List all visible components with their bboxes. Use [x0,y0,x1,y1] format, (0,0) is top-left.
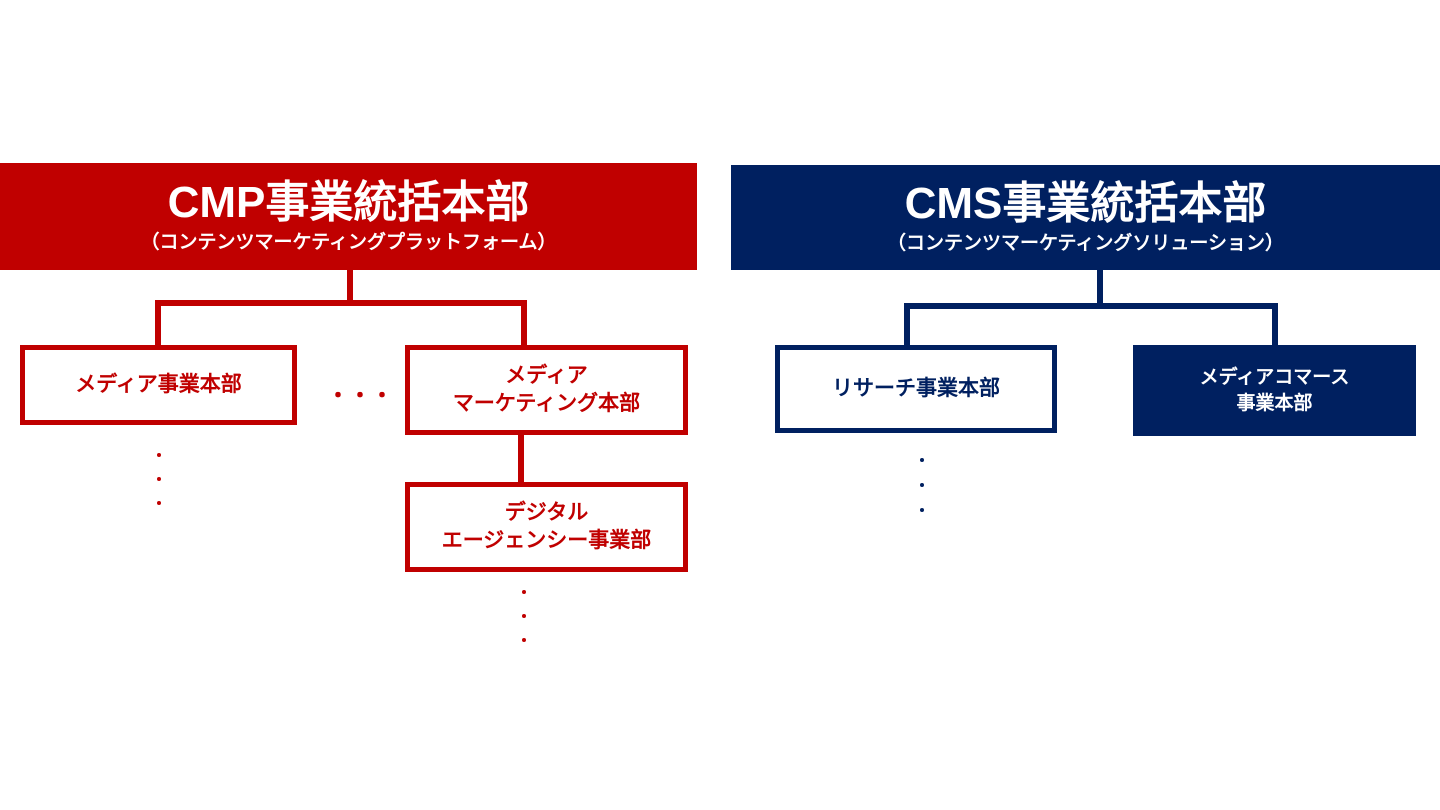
cmp-title: CMP事業統括本部 [167,177,530,227]
org-box-media-marketing: メディア マーケティング本部 [405,345,688,435]
org-box-label: リサーチ事業本部 [832,377,1000,400]
org-box-label: 事業本部 [1236,392,1313,414]
org-box-label: マーケティング本部 [452,392,641,415]
connector-line [155,300,161,346]
connector-line [347,270,353,303]
connector-line [1097,270,1103,308]
connector-line [155,300,527,306]
ellipsis-vertical [919,458,925,512]
org-box-label: エージェンシー事業部 [441,529,652,552]
connector-line [521,300,527,346]
cmp-subtitle: （コンテンツマーケティングプラットフォーム） [140,231,557,253]
ellipsis-horizontal: ・・・ [327,383,394,408]
org-box-digital-agency: デジタル エージェンシー事業部 [405,482,688,572]
cms-title: CMS事業統括本部 [904,178,1267,228]
cmp-division-header: CMP事業統括本部 （コンテンツマーケティングプラットフォーム） [0,163,697,270]
connector-line [1272,303,1278,346]
ellipsis-vertical [156,453,162,505]
ellipsis-vertical [521,590,527,642]
org-box-research-division: リサーチ事業本部 [775,345,1057,433]
org-box-label: メディア [505,364,588,387]
connector-line [518,435,524,483]
org-box-media-division: メディア事業本部 [20,345,297,425]
org-box-media-commerce: メディアコマース 事業本部 [1133,345,1416,436]
org-box-label: デジタル [504,501,589,524]
connector-line [904,303,1278,309]
org-box-label: メディアコマース [1199,366,1350,388]
org-box-label: メディア事業本部 [75,373,242,396]
connector-line [904,303,910,346]
cms-subtitle: （コンテンツマーケティングソリューション） [886,232,1285,254]
cms-division-header: CMS事業統括本部 （コンテンツマーケティングソリューション） [731,165,1440,270]
